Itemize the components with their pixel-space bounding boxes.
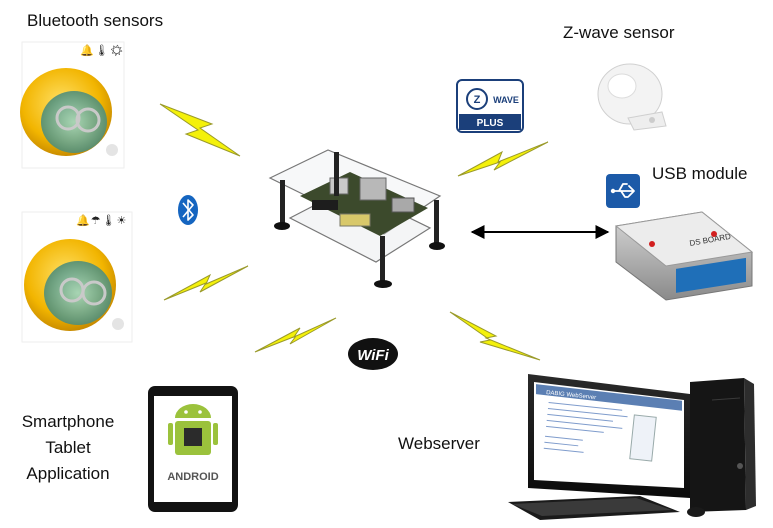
application-label: Application [26, 464, 110, 483]
bell-icon: 🔔 [76, 215, 91, 227]
wifi-logo-text: WiFi [357, 347, 389, 364]
wifi-logo: WiFi [348, 338, 398, 370]
sensor-1-indicator-icons: 🔔🌡☀ [80, 44, 125, 57]
central-hub-board [268, 149, 445, 288]
svg-text:Z: Z [474, 94, 481, 106]
wireless-link-bolt-5 [449, 311, 541, 361]
webserver-label: Webserver [398, 434, 480, 453]
zwave-motion-sensor [597, 63, 667, 131]
wireless-link-bolt-3 [254, 317, 337, 353]
usb-module-label: USB module [652, 164, 748, 183]
tablet-device: ANDROID [148, 386, 238, 512]
webserver-computer: DABIG WebServer [508, 374, 756, 520]
bluetooth-sensors-label: Bluetooth sensors [27, 11, 164, 30]
sun-icon: ☀ [109, 45, 125, 57]
cloud-rain-icon: ☂ [90, 215, 102, 227]
tablet-label: Tablet [45, 438, 91, 457]
bluetooth-sensor-2 [21, 211, 133, 343]
wireless-link-bolt-2 [163, 265, 249, 301]
smartphone-tablet-application-label: Smartphone Tablet Application [6, 409, 130, 487]
zwave-plus-logo: Z WAVE PLUS [456, 79, 524, 133]
sensor-2-indicator-icons: 🔔☂🌡☀ [76, 214, 127, 227]
wireless-link-bolt-1 [159, 103, 241, 157]
bell-icon: 🔔 [80, 45, 95, 57]
thermometer-icon: 🌡 [94, 45, 110, 57]
bluetooth-sensor-1 [20, 41, 125, 169]
thermometer-icon: 🌡 [101, 215, 117, 227]
zwave-sensor-label: Z-wave sensor [563, 23, 675, 42]
usb-module-device: DS BOARD [614, 211, 754, 301]
svg-text:WAVE: WAVE [493, 95, 519, 105]
smartphone-label: Smartphone [21, 412, 115, 431]
zwave-plus-text: PLUS [477, 118, 504, 129]
android-wordmark: ANDROID [167, 471, 218, 483]
usb-icon [606, 174, 640, 208]
bluetooth-icon [178, 195, 198, 225]
sun-icon: ☀ [116, 215, 128, 227]
webpage-title: DABIG WebServer [546, 390, 597, 401]
wireless-link-bolt-4 [457, 141, 549, 177]
